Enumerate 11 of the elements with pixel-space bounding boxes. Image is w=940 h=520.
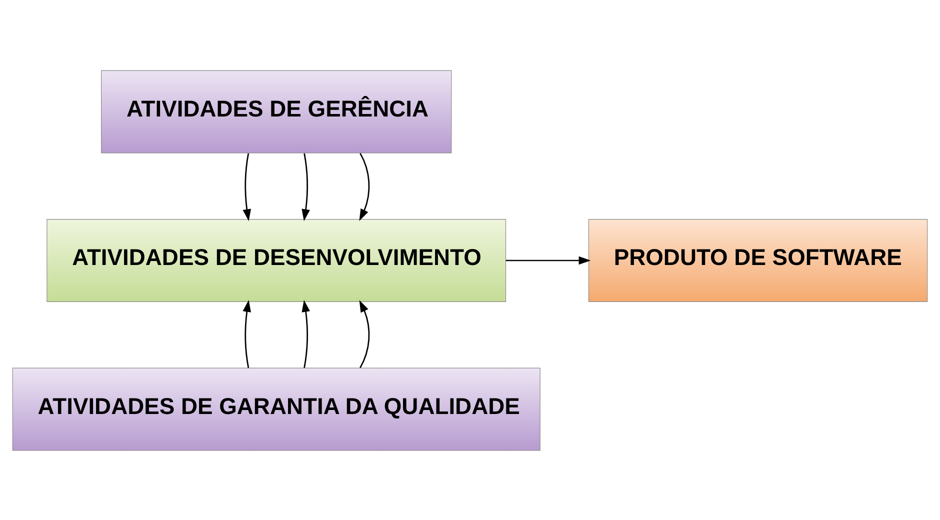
node-box: PRODUTO DE SOFTWARE (588, 218, 928, 302)
node-box: ATIVIDADES DE DESENVOLVIMENTO (46, 218, 506, 302)
arrow (359, 152, 370, 220)
arrow (359, 300, 370, 368)
arrow (506, 256, 591, 264)
arrow (242, 152, 251, 221)
node-box: ATIVIDADES DE GARANTIA DA QUALIDADE (12, 367, 540, 450)
node-box: ATIVIDADES DE GERÊNCIA (101, 70, 452, 153)
arrow (242, 300, 251, 368)
arrow (302, 300, 310, 368)
arrow (302, 152, 310, 221)
